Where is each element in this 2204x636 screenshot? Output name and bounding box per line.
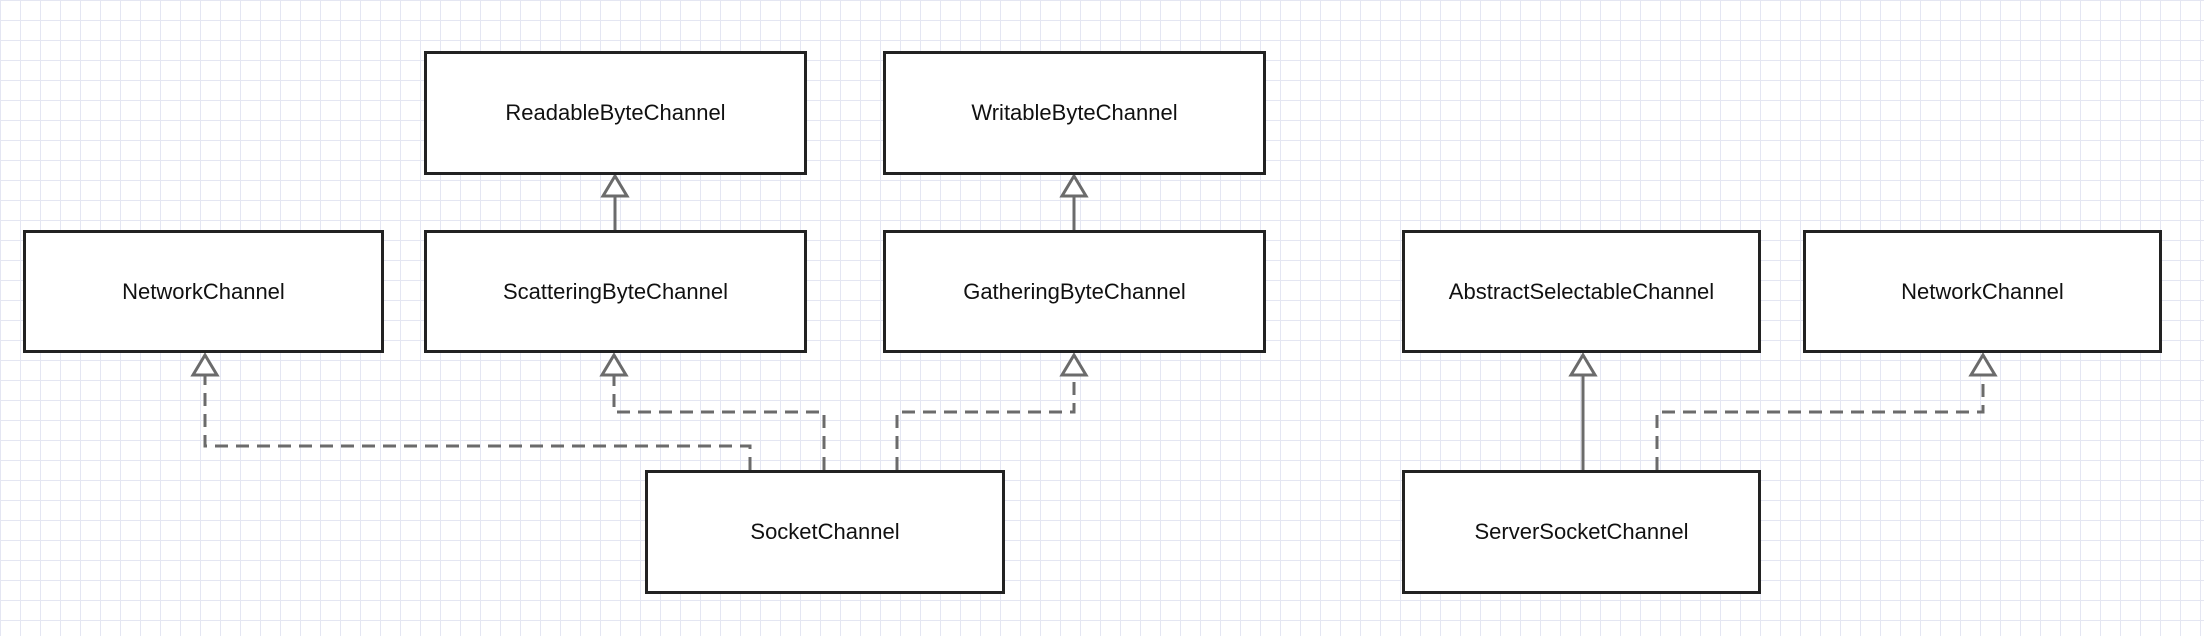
arrowhead-readable-icon bbox=[600, 173, 630, 198]
class-label: NetworkChannel bbox=[1901, 278, 2064, 304]
class-label: NetworkChannel bbox=[122, 278, 285, 304]
connector-socket-to-network bbox=[203, 375, 752, 470]
class-box-socket-channel[interactable]: SocketChannel bbox=[645, 470, 1005, 594]
class-box-network-channel-left[interactable]: NetworkChannel bbox=[23, 230, 384, 353]
connector-serversocket-to-network bbox=[1655, 375, 1985, 470]
class-label: GatheringByteChannel bbox=[963, 278, 1186, 304]
class-box-scattering-byte-channel[interactable]: ScatteringByteChannel bbox=[424, 230, 807, 353]
class-label: SocketChannel bbox=[750, 519, 900, 544]
arrowhead-gathering-icon bbox=[1059, 352, 1089, 377]
class-box-network-channel-right[interactable]: NetworkChannel bbox=[1803, 230, 2162, 353]
class-box-server-socket-channel[interactable]: ServerSocketChannel bbox=[1402, 470, 1761, 594]
class-label: ScatteringByteChannel bbox=[502, 278, 729, 304]
arrowhead-writable-icon bbox=[1059, 173, 1089, 198]
arrowhead-network-1-icon bbox=[190, 352, 220, 377]
class-box-readable-byte-channel[interactable]: ReadableByteChannel bbox=[424, 51, 807, 175]
class-label: ServerSocketChannel bbox=[1474, 519, 1689, 544]
class-box-abstract-selectable-channel[interactable]: AbstractSelectableChannel bbox=[1402, 230, 1761, 353]
class-box-writable-byte-channel[interactable]: WritableByteChannel bbox=[883, 51, 1266, 175]
class-label: ReadableByteChannel bbox=[505, 100, 726, 125]
connector-socket-to-scattering bbox=[612, 375, 826, 470]
arrowhead-abstract-icon bbox=[1568, 352, 1598, 377]
class-label: WritableByteChannel bbox=[971, 100, 1178, 125]
arrowhead-scattering-icon bbox=[599, 352, 629, 377]
class-label: AbstractSelectableChannel bbox=[1448, 278, 1715, 304]
arrowhead-network-2-icon bbox=[1968, 352, 1998, 377]
class-box-gathering-byte-channel[interactable]: GatheringByteChannel bbox=[883, 230, 1266, 353]
connector-socket-to-gathering bbox=[895, 375, 1076, 470]
